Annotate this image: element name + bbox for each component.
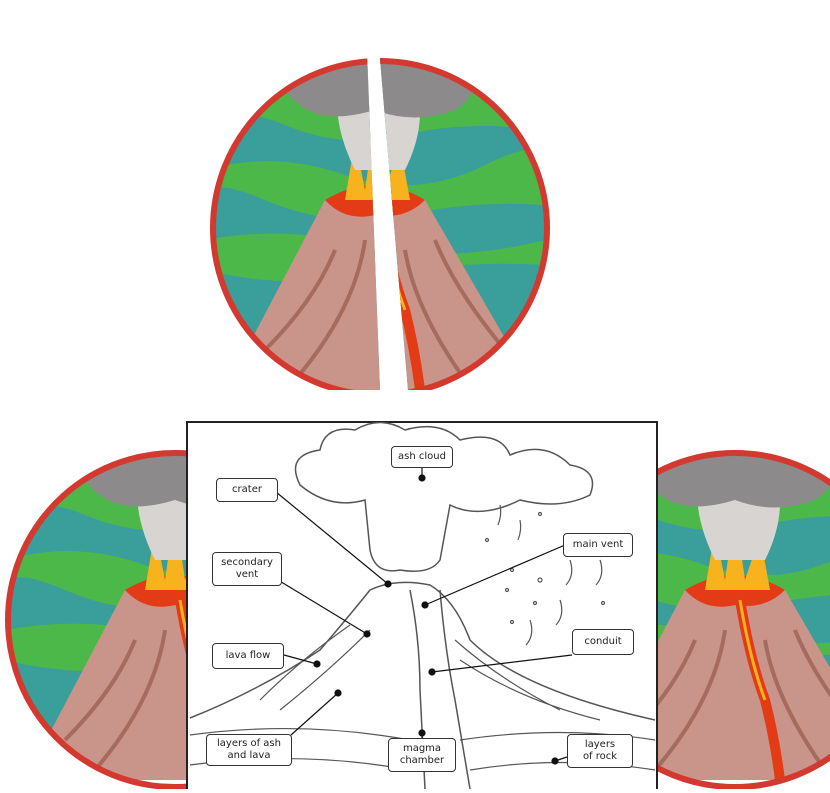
- label-secondary-vent: secondary vent: [212, 552, 282, 586]
- label-ash-cloud: ash cloud: [391, 446, 453, 468]
- label-magma-chamber: magma chamber: [388, 738, 456, 772]
- label-lava-flow: lava flow: [212, 643, 284, 669]
- label-main-vent: main vent: [563, 533, 633, 557]
- top-volcano-circle: [204, 40, 547, 395]
- label-crater: crater: [216, 478, 278, 502]
- label-layers-of-ash-and-lava: layers of ash and lava: [206, 734, 292, 766]
- label-layers-of-rock: layers of rock: [567, 734, 633, 768]
- label-conduit: conduit: [572, 629, 634, 655]
